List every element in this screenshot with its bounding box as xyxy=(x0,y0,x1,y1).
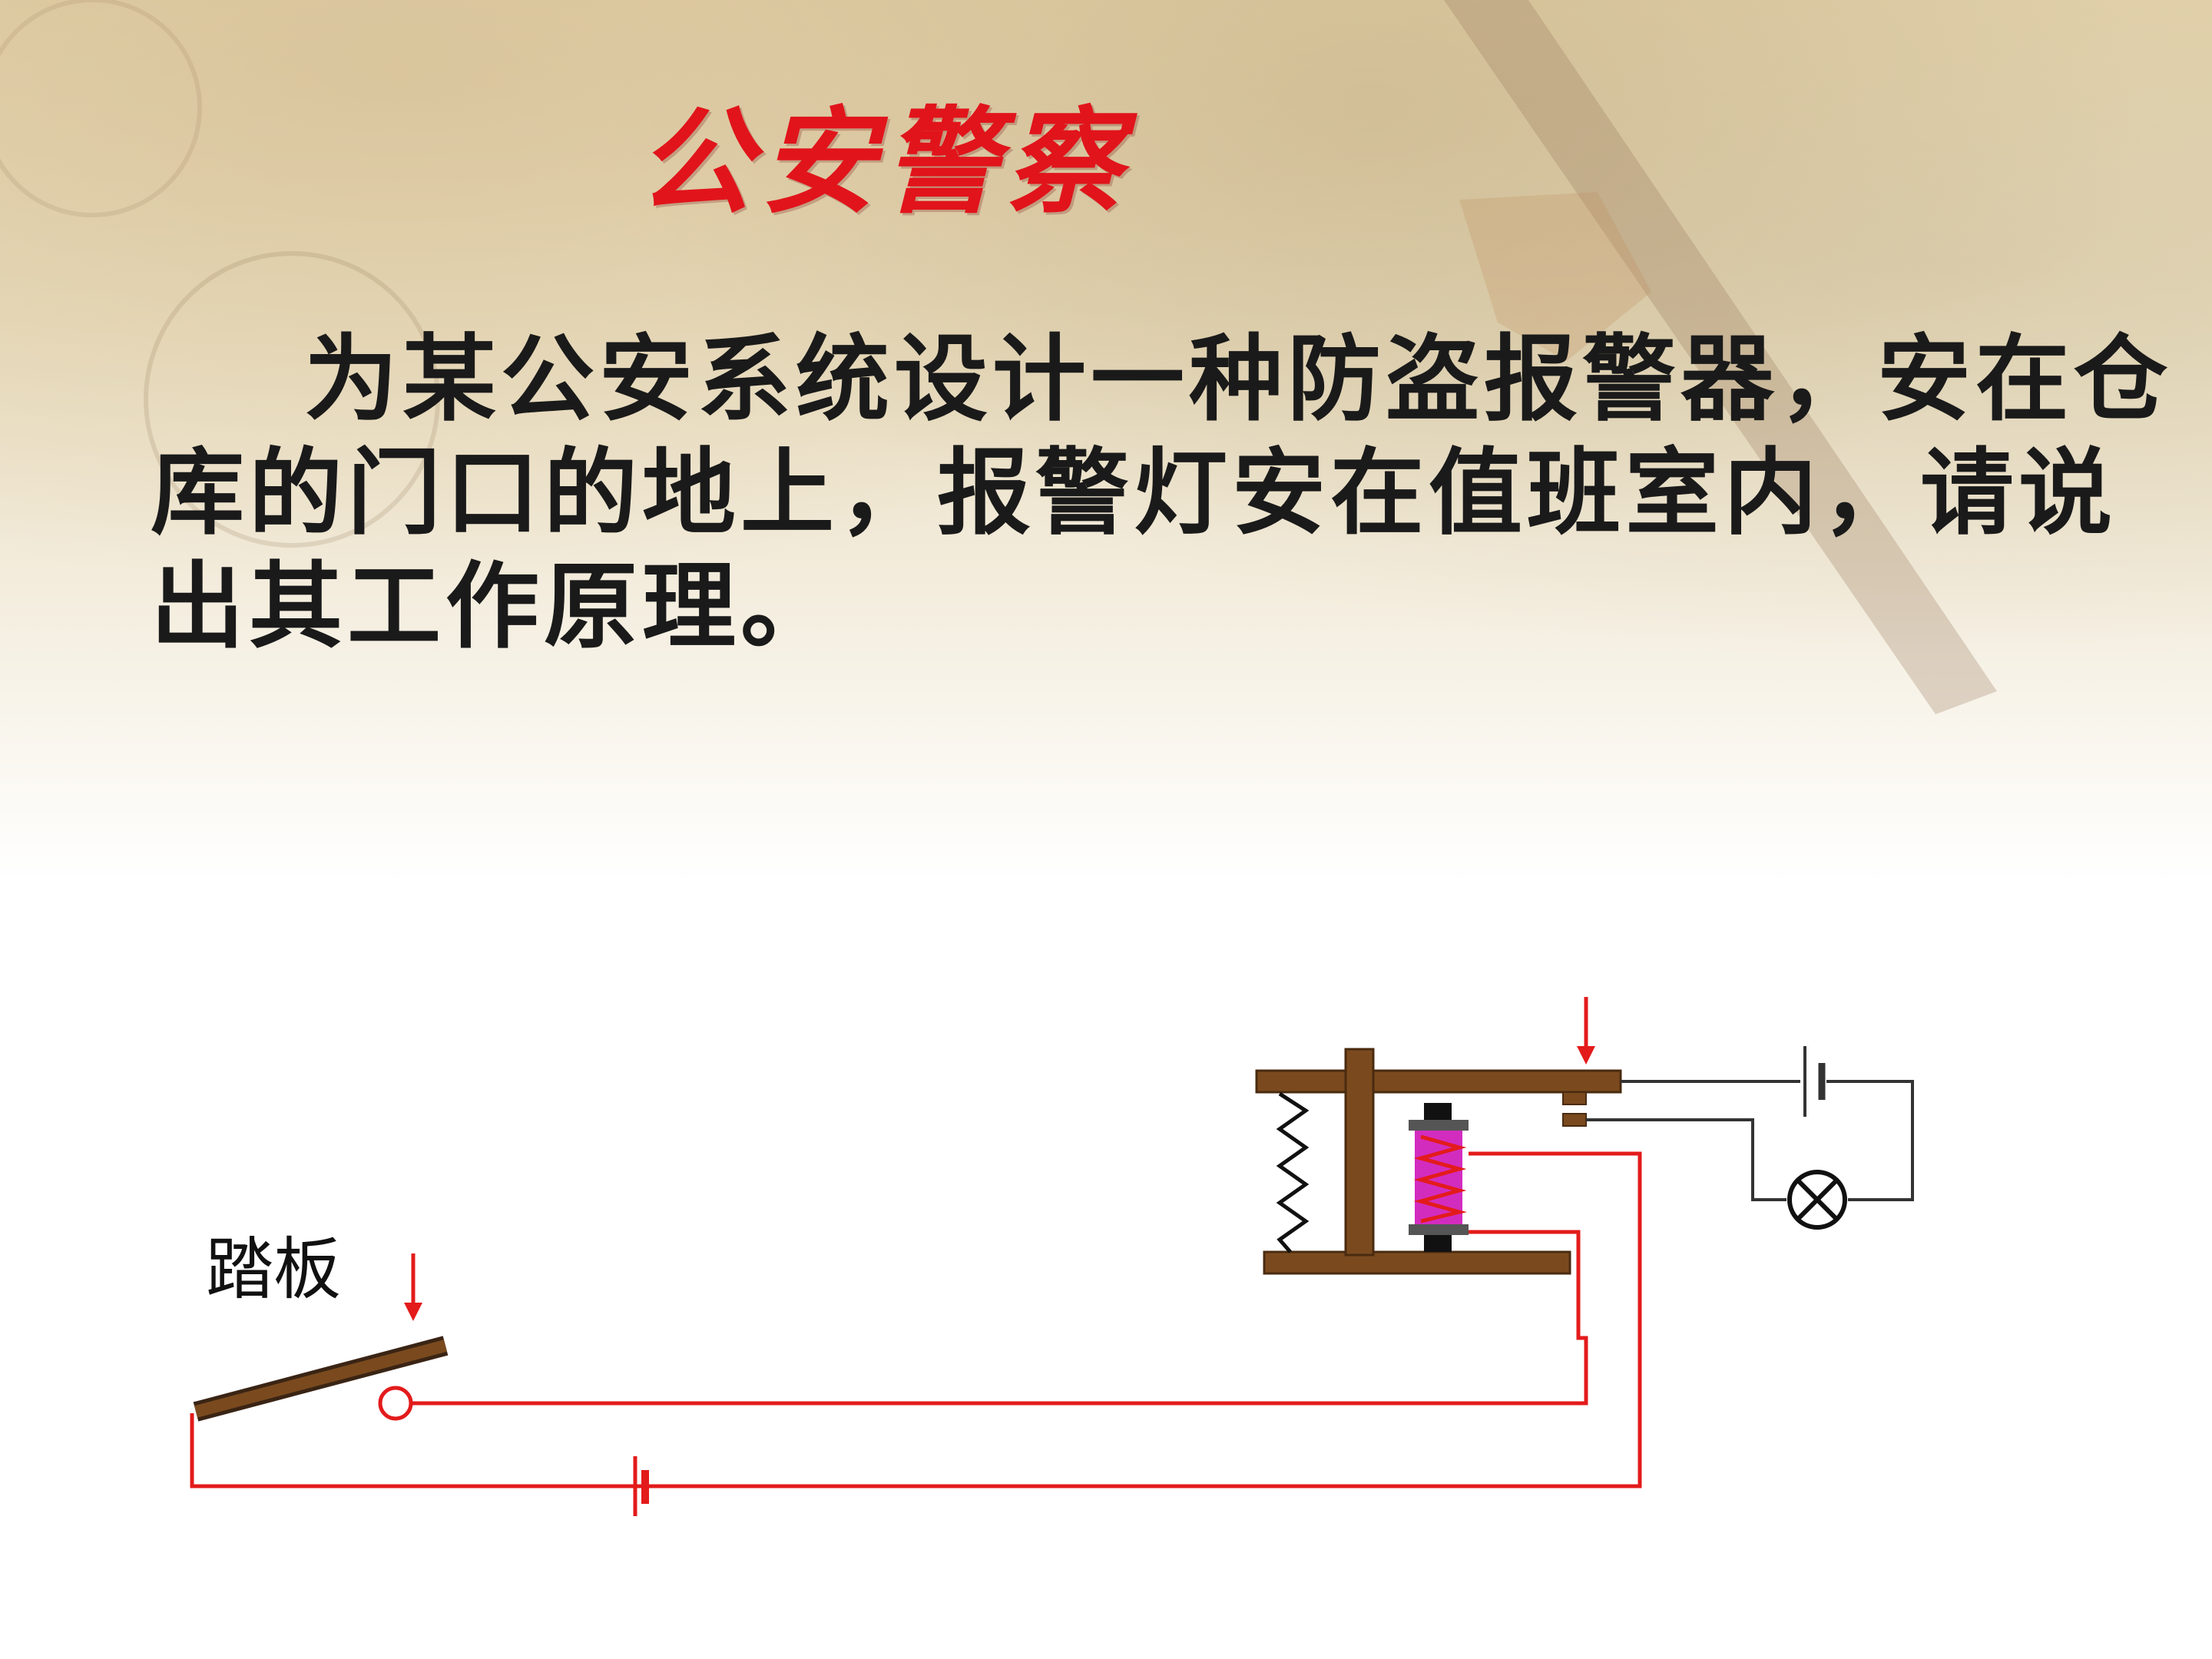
electromagnet xyxy=(1409,1103,1469,1252)
alarm-battery xyxy=(1803,1046,1826,1117)
question-text: 为某公安系统设计一种防盗报警器，安在仓库的门口的地上，报警灯安在值班室内，请说出… xyxy=(151,325,2172,661)
slide-title: 公安警察 xyxy=(637,94,1130,230)
arrow-down-icon xyxy=(404,1253,422,1321)
relay-frame xyxy=(1255,1048,1622,1275)
upper-contact xyxy=(1562,1091,1587,1105)
relay-spring xyxy=(1276,1091,1310,1253)
pedal-switch xyxy=(193,1336,449,1422)
background-brush-stroke xyxy=(0,0,1997,714)
control-battery xyxy=(633,1456,649,1516)
arrow-down-icon xyxy=(1577,997,1595,1065)
relay-pivot-post xyxy=(1344,1048,1375,1257)
lower-contact xyxy=(1562,1113,1587,1127)
pedal-contact xyxy=(378,1386,413,1421)
background-texture xyxy=(0,0,2212,883)
relay-base xyxy=(1263,1250,1571,1275)
alarm-lamp-icon xyxy=(1787,1170,1847,1230)
alarm-circuit-wire xyxy=(1586,1080,1914,1201)
pedal-label: 踏板 xyxy=(206,1230,342,1309)
control-circuit-wire xyxy=(190,1151,1642,1488)
relay-armature xyxy=(1255,1069,1622,1094)
